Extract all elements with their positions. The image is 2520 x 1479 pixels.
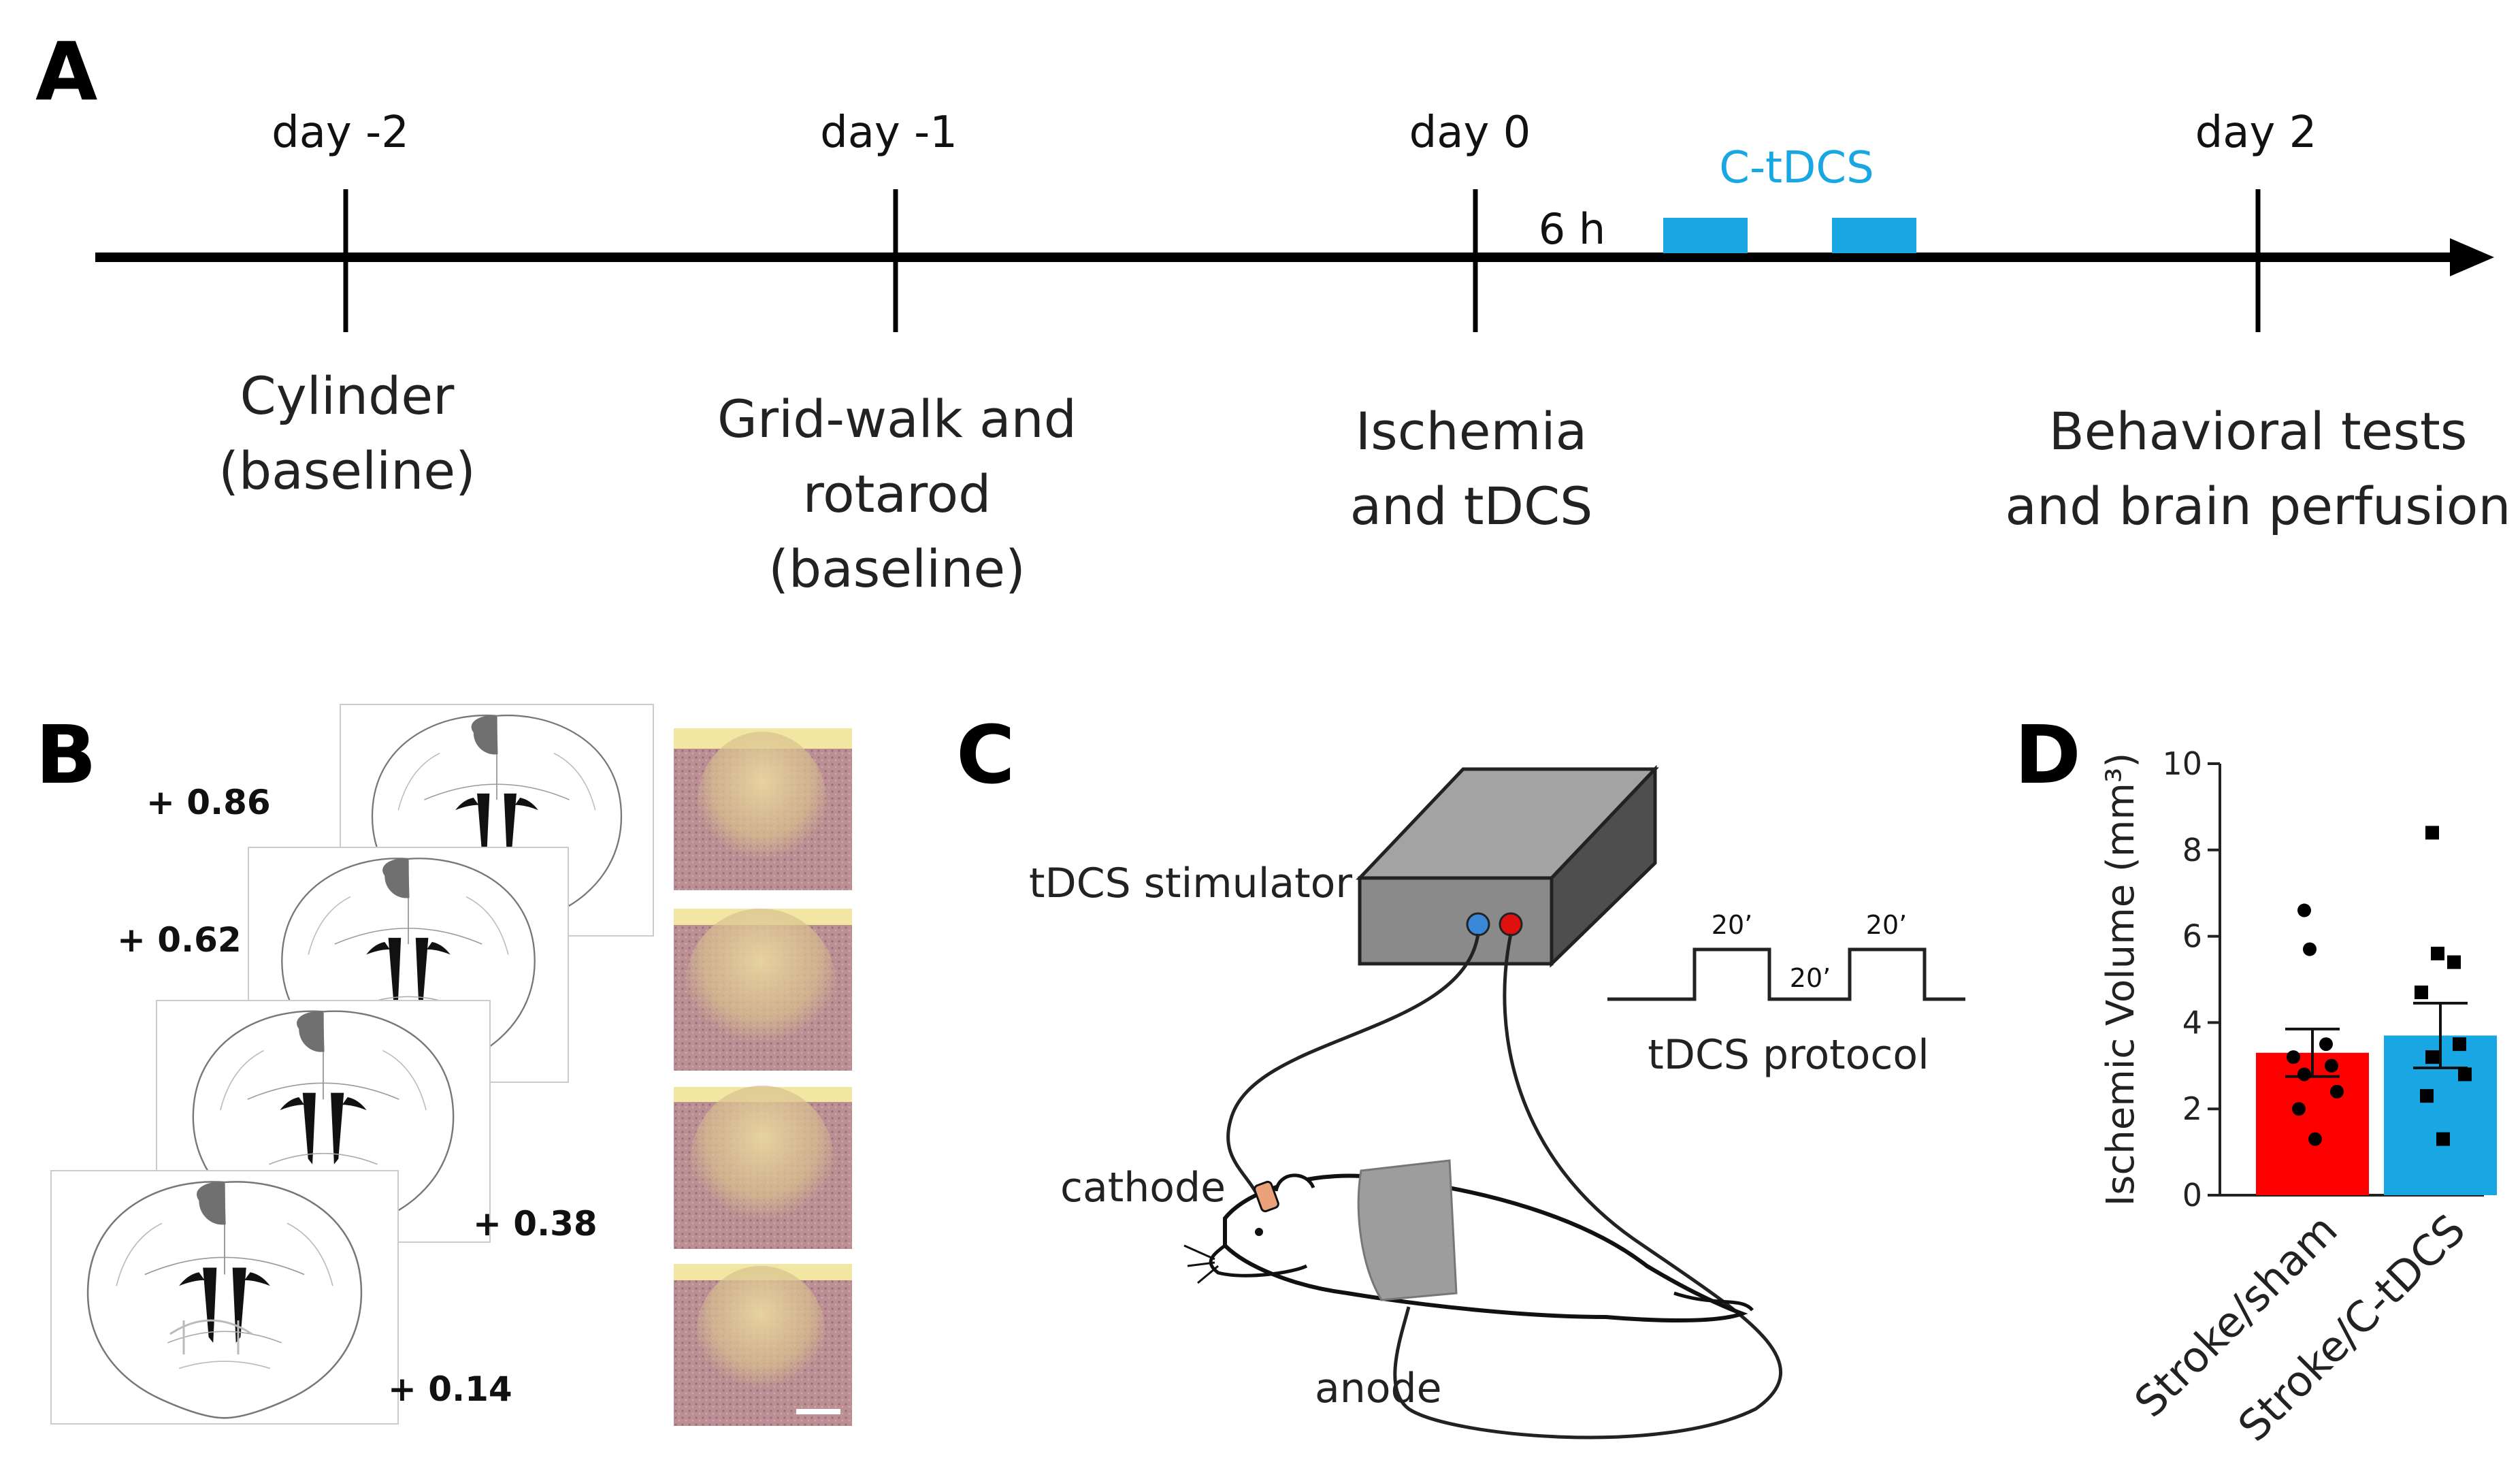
- protocol-label: tDCS protocol: [1648, 1031, 1929, 1079]
- stimulator-box: [1356, 764, 1659, 968]
- category-label: Stroke/C-tDCS: [2229, 1205, 2475, 1451]
- event-label: and tDCS: [1350, 476, 1593, 536]
- panel-label-b: B: [35, 708, 97, 802]
- data-point: [2297, 903, 2311, 917]
- event-label: Grid-walk and: [717, 389, 1077, 449]
- mouse-illustration: [1183, 1159, 1754, 1322]
- data-point: [2415, 986, 2428, 1000]
- data-point: [2425, 826, 2439, 840]
- protocol-time-label: 20’: [1866, 910, 1907, 940]
- delay-label: 6 h: [1539, 204, 1605, 254]
- timeline-arrowhead: [2450, 238, 2494, 276]
- event-label: rotarod: [803, 464, 992, 524]
- data-point: [2297, 1067, 2311, 1082]
- event-label: (baseline): [768, 538, 1026, 599]
- y-tick-label: 10: [2162, 745, 2202, 782]
- histology-image-4: [674, 1264, 852, 1426]
- cathode-wire: [1226, 933, 1480, 1199]
- data-point: [2330, 1084, 2344, 1099]
- protocol-time-label: 20’: [1790, 963, 1831, 993]
- panel-label-c: C: [956, 708, 1015, 802]
- stim-session-1: [1663, 218, 1748, 253]
- y-axis-title: Ischemic Volume (mm³): [2099, 753, 2143, 1206]
- panel-label-a: A: [35, 25, 97, 118]
- scale-bar: [796, 1409, 840, 1414]
- data-point: [2458, 1067, 2472, 1082]
- y-tick-label: 2: [2182, 1090, 2202, 1127]
- timeline-day-label: day -2: [272, 108, 409, 158]
- event-label: Ischemia: [1356, 401, 1587, 461]
- data-point: [2292, 1102, 2306, 1116]
- anode-port: [1499, 912, 1523, 937]
- data-point: [2303, 942, 2317, 956]
- protocol-waveform: [1607, 947, 1965, 1001]
- timeline-day-label: day 0: [1409, 108, 1531, 158]
- cathode-port: [1466, 912, 1490, 937]
- stim-label: C-tDCS: [1719, 143, 1873, 193]
- data-point: [2436, 1132, 2450, 1146]
- anode-jacket: [1357, 1159, 1458, 1301]
- histology-image-1: [674, 728, 852, 890]
- data-point: [2447, 955, 2461, 969]
- timeline-day-label: day -1: [820, 108, 958, 158]
- coordinate-label: + 0.86: [146, 783, 271, 822]
- anode-label: anode: [1315, 1365, 1442, 1412]
- y-tick-label: 8: [2182, 832, 2202, 868]
- data-point: [2308, 1132, 2322, 1146]
- anode-wire: [1393, 933, 1782, 1440]
- coordinate-label: + 0.62: [117, 920, 242, 960]
- data-point: [2420, 1089, 2434, 1103]
- data-point: [2453, 1037, 2466, 1052]
- data-point: [2431, 946, 2444, 960]
- y-tick-label: 0: [2182, 1177, 2202, 1214]
- data-point: [2319, 1037, 2333, 1052]
- brain-section-4: [50, 1170, 399, 1425]
- event-label: Behavioral tests: [2049, 401, 2468, 461]
- data-point: [2425, 1050, 2439, 1064]
- event-label: (baseline): [218, 440, 476, 501]
- coordinate-label: + 0.14: [388, 1369, 512, 1409]
- event-label: and brain perfusion: [2005, 476, 2510, 536]
- protocol-time-label: 20’: [1712, 910, 1752, 940]
- coordinate-label: + 0.38: [473, 1204, 598, 1244]
- data-point: [2287, 1050, 2300, 1064]
- cathode-label: cathode: [1060, 1164, 1226, 1212]
- y-tick-label: 6: [2182, 918, 2202, 955]
- timeline-day-label: day 2: [2195, 108, 2317, 158]
- stimulator-label: tDCS stimulator: [1029, 860, 1352, 907]
- histology-image-3: [674, 1086, 852, 1249]
- event-label: Cylinder: [240, 365, 455, 426]
- panel-label-d: D: [2014, 708, 2081, 802]
- stim-session-2: [1832, 218, 1916, 253]
- data-point: [2325, 1058, 2338, 1073]
- cathode-electrode: [1254, 1180, 1279, 1213]
- histology-image-2: [674, 909, 852, 1071]
- y-tick-label: 4: [2182, 1004, 2202, 1041]
